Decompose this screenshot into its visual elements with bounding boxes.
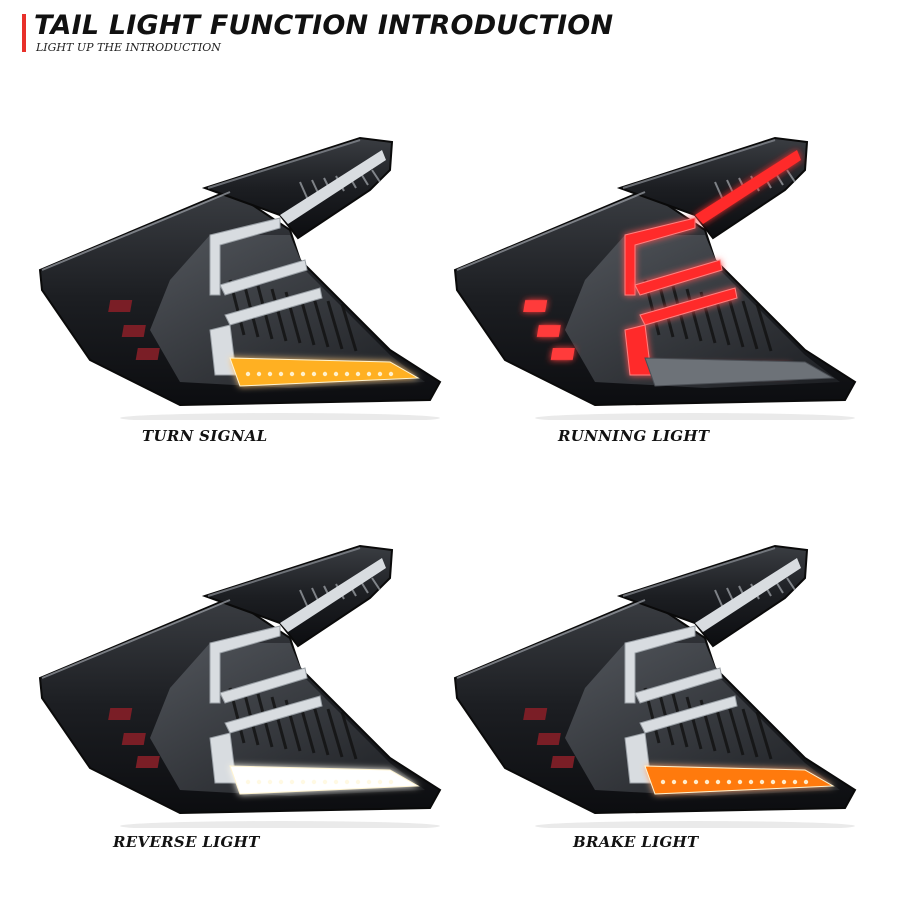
chevron-light-bar xyxy=(209,625,281,704)
lamp-upper-wing xyxy=(201,544,394,648)
panel-running-light xyxy=(445,120,865,450)
wing-light-bar xyxy=(695,558,801,632)
side-reflector xyxy=(536,325,561,337)
side-reflector xyxy=(108,708,133,720)
side-reflector xyxy=(121,325,146,337)
chevron-light-bar xyxy=(639,287,738,326)
panel-turn-signal xyxy=(30,120,450,450)
chevron-light-bar xyxy=(624,217,696,296)
lamp-upper-wing xyxy=(616,136,809,240)
caption-turn-signal: TURN SIGNAL xyxy=(142,427,268,445)
side-reflector xyxy=(135,756,160,768)
lamp-upper-wing xyxy=(616,544,809,648)
chevron-light-bar xyxy=(209,217,281,296)
side-reflector xyxy=(550,756,575,768)
bottom-light-strip xyxy=(644,765,835,795)
caption-reverse-light: REVERSE LIGHT xyxy=(113,833,260,851)
panel-brake-light xyxy=(445,528,865,858)
side-reflector xyxy=(536,733,561,745)
tail-light-image xyxy=(453,544,857,828)
side-reflector xyxy=(523,708,548,720)
chevron-light-bar xyxy=(219,259,308,296)
side-reflector xyxy=(550,348,575,360)
page-subtitle: LIGHT UP THE INTRODUCTION xyxy=(36,41,221,54)
wing-light-bar xyxy=(280,150,386,224)
tail-light-image xyxy=(453,136,857,420)
tail-light-image xyxy=(38,136,442,420)
chevron-light-bar xyxy=(224,695,323,734)
wing-light-bar xyxy=(280,558,386,632)
bottom-light-strip xyxy=(229,765,420,795)
chevron-light-bar xyxy=(639,695,738,734)
chevron-light-bar xyxy=(634,259,723,296)
tail-light-image xyxy=(38,544,442,828)
chevron-light-bar xyxy=(219,667,308,704)
bottom-light-strip xyxy=(229,357,420,387)
side-reflector xyxy=(108,300,133,312)
chevron-light-bar xyxy=(624,625,696,704)
header-accent-bar xyxy=(22,14,26,52)
side-reflector xyxy=(121,733,146,745)
side-reflector xyxy=(523,300,548,312)
bottom-light-strip xyxy=(644,357,835,387)
caption-brake-light: BRAKE LIGHT xyxy=(573,833,699,851)
page-title: TAIL LIGHT FUNCTION INTRODUCTION xyxy=(34,10,614,41)
panel-reverse-light xyxy=(30,528,450,858)
lamp-upper-wing xyxy=(201,136,394,240)
chevron-light-bar xyxy=(634,667,723,704)
wing-light-bar xyxy=(695,150,801,224)
caption-running-light: RUNNING LIGHT xyxy=(558,427,710,445)
chevron-light-bar xyxy=(224,287,323,326)
side-reflector xyxy=(135,348,160,360)
